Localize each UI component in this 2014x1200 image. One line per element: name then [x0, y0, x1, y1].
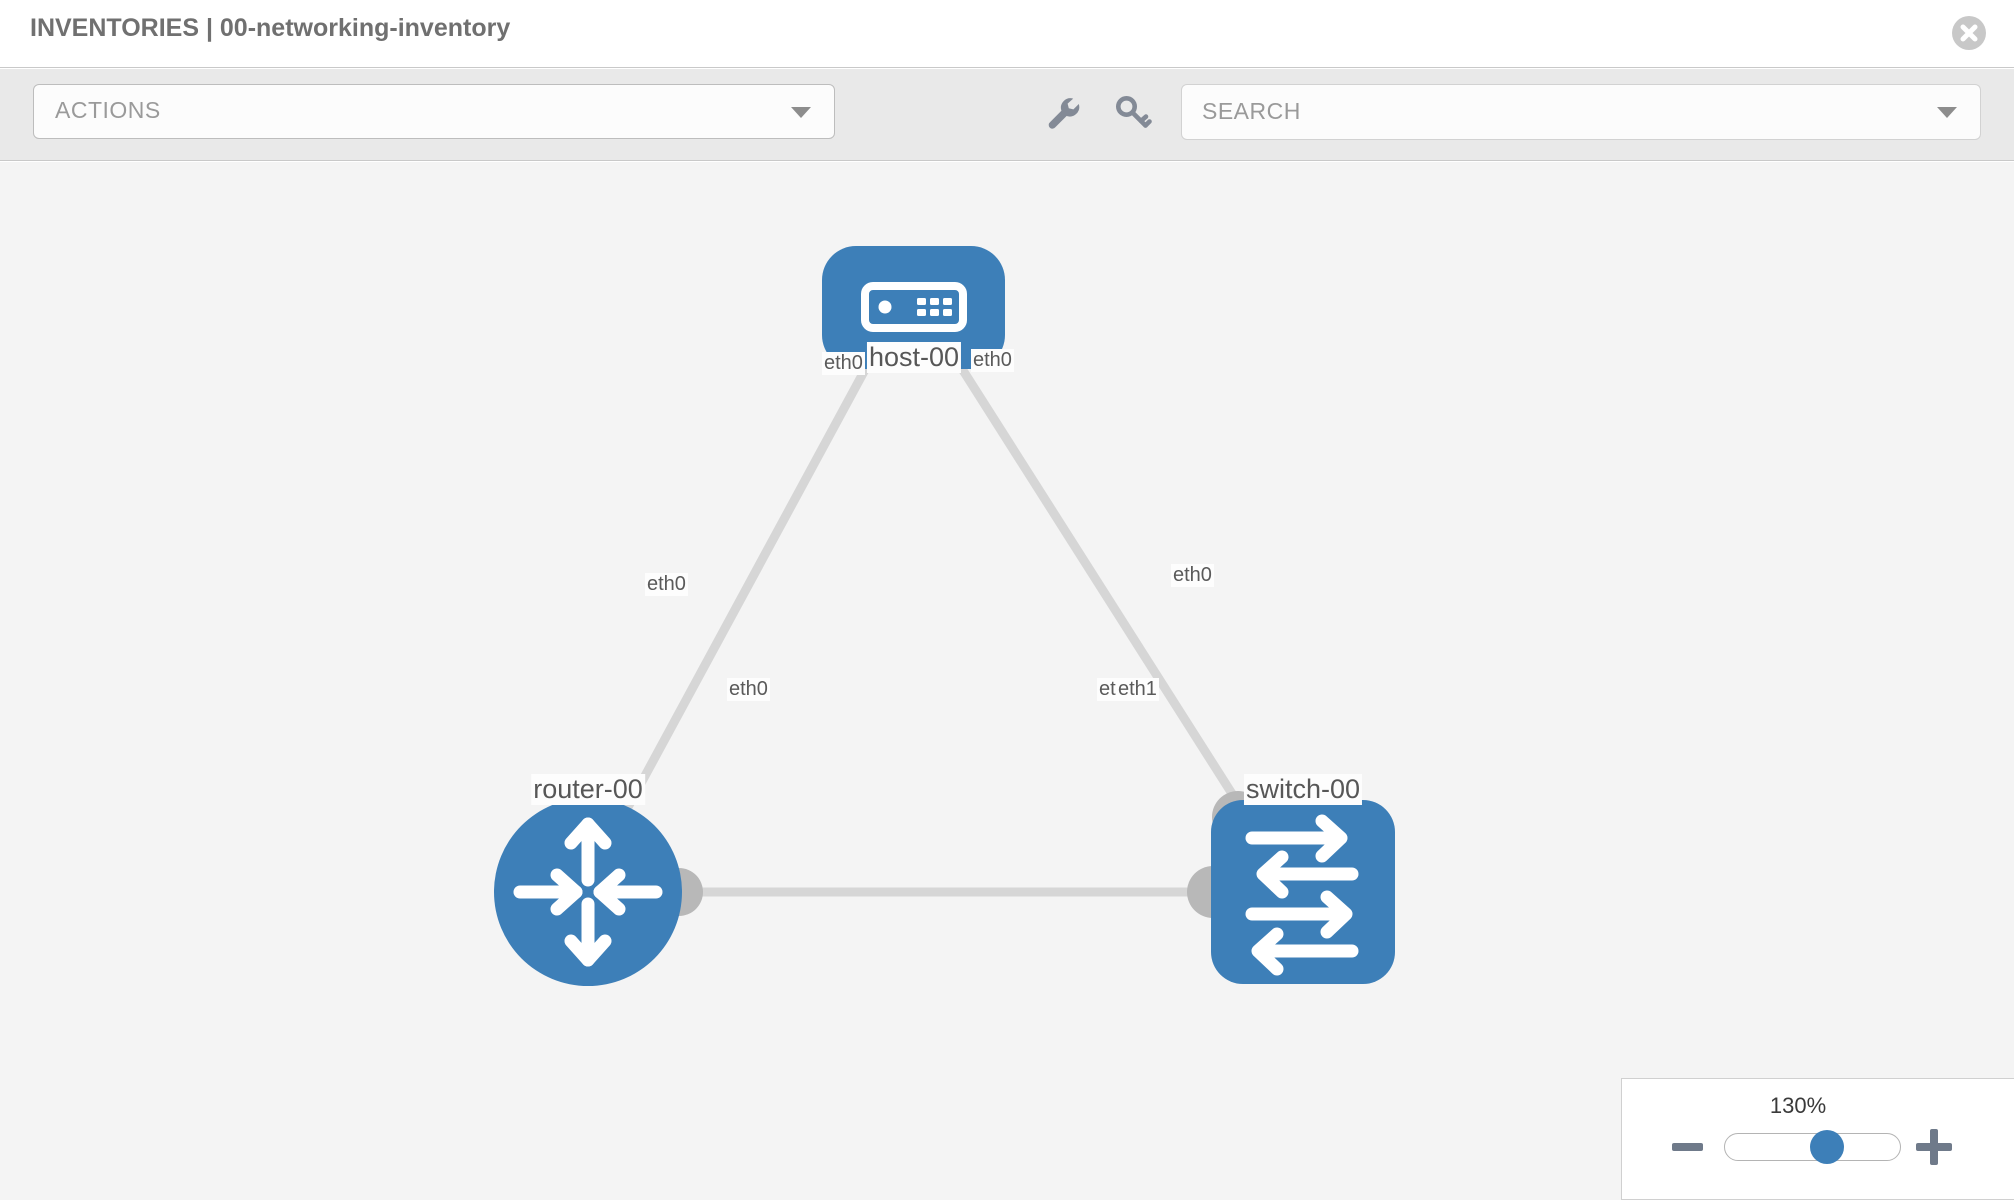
search-placeholder: SEARCH — [1202, 98, 1301, 124]
node-host-00 — [822, 246, 1005, 369]
wrench-icon[interactable] — [1041, 90, 1085, 134]
node-label-switch: switch-00 — [1243, 774, 1363, 805]
minus-icon[interactable] — [1672, 1143, 1703, 1151]
key-icon[interactable] — [1110, 90, 1154, 134]
switch-arrows-icon — [1245, 814, 1359, 976]
actions-dropdown[interactable]: ACTIONS — [33, 84, 835, 139]
edge-label-switch-eth0-up: eth0 — [1171, 564, 1214, 587]
chevron-down-icon — [791, 107, 811, 118]
actions-dropdown-label: ACTIONS — [55, 97, 161, 123]
topology-links — [616, 339, 1254, 897]
node-switch-00 — [1211, 800, 1395, 984]
link-host-router — [616, 339, 884, 825]
edge-label-host-eth0-left: eth0 — [822, 352, 865, 375]
edge-label-switch-eth1-west: eth1 — [1116, 678, 1159, 701]
edge-label-router-eth0-up: eth0 — [645, 573, 688, 596]
edge-label-router-eth0-east: eth0 — [727, 678, 770, 701]
topology-canvas[interactable]: host-00 router-00 switch-00 eth0 eth0 et… — [0, 162, 2014, 1200]
topology-graph — [494, 246, 1395, 986]
node-label-router: router-00 — [531, 774, 645, 805]
server-icon — [861, 282, 967, 332]
chevron-down-icon[interactable] — [1937, 107, 1957, 118]
edge-label-host-eth0-right: eth0 — [971, 349, 1014, 372]
close-icon[interactable] — [1951, 15, 1987, 51]
zoom-level-value: 130% — [1769, 1093, 1827, 1118]
zoom-control-panel: 130% — [1621, 1078, 2014, 1200]
topology-interface-stubs — [655, 304, 1264, 918]
zoom-slider-handle[interactable] — [1809, 1130, 1844, 1164]
plus-icon[interactable] — [1916, 1129, 1952, 1165]
search-input[interactable]: SEARCH — [1181, 84, 1981, 140]
node-label-host: host-00 — [866, 342, 962, 373]
page-title: INVENTORIES | 00-networking-inventory — [30, 14, 511, 42]
router-arrows-icon — [513, 817, 663, 967]
link-host-switch — [941, 339, 1254, 825]
page-header: INVENTORIES | 00-networking-inventory — [0, 0, 2014, 68]
node-router-00 — [494, 798, 682, 986]
